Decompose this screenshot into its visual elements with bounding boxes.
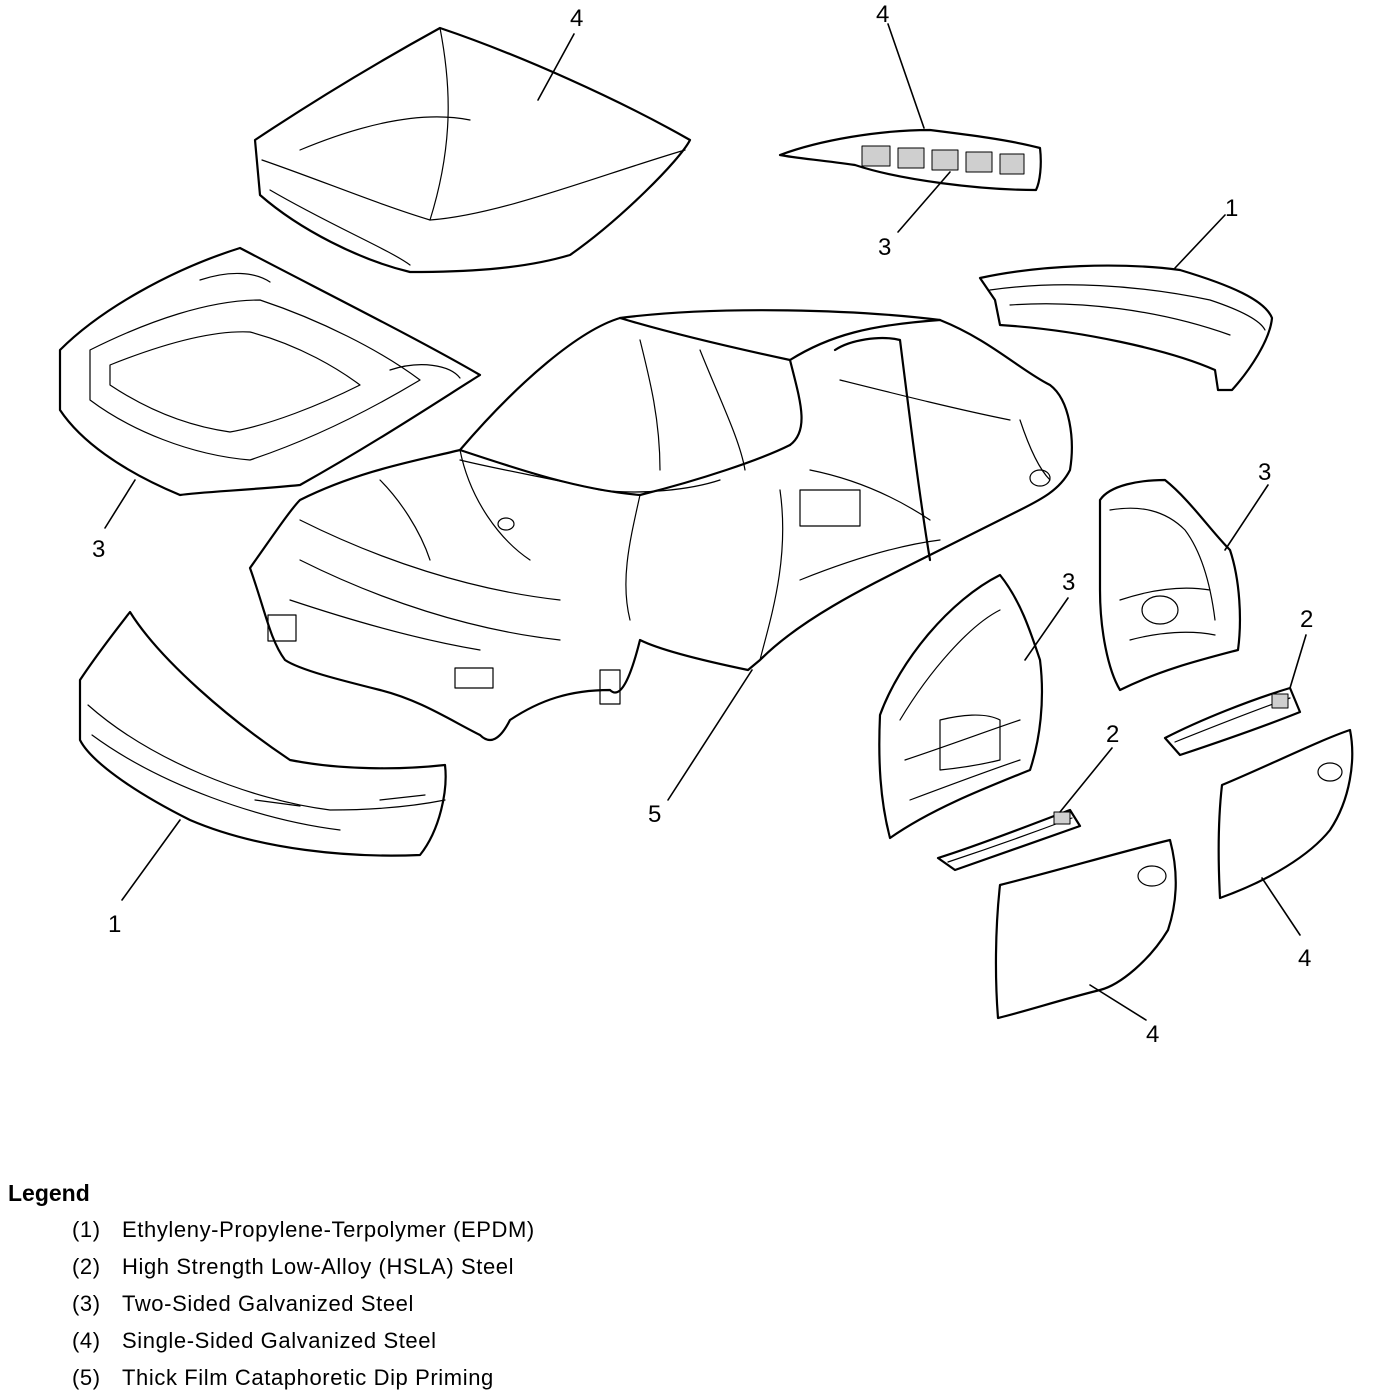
legend-item-text: Ethyleny-Propylene-Terpolymer (EPDM) [122, 1217, 535, 1242]
rear-door-outer-leader [1261, 877, 1301, 936]
front-door-beam [936, 808, 1082, 872]
rear-door-inner-callout: 3 [1258, 459, 1271, 486]
legend-item-number: (1) [72, 1217, 101, 1242]
front-door-outer-leader [1089, 984, 1147, 1021]
hood-outer-panel [253, 26, 692, 274]
legend-title: Legend [8, 1180, 90, 1206]
body-structure-leader [667, 669, 753, 801]
front-door-beam-leader [1059, 747, 1113, 813]
deck-lid-inner-callout: 3 [878, 234, 891, 261]
deck-lid-callout: 4 [876, 1, 889, 28]
front-door-inner-leader [1024, 597, 1069, 661]
legend-item-1: (1) Ethyleny-Propylene-Terpolymer (EPDM) [8, 1211, 908, 1248]
rear-door-beam-callout: 2 [1300, 606, 1313, 633]
rear-door-beam [1163, 686, 1302, 757]
legend-item-5: (5) Thick Film Cataphoretic Dip Priming [8, 1359, 908, 1396]
rear-fascia-callout: 1 [1225, 195, 1238, 222]
exploded-body-panel-diagram: 4 3 1 4 3 1 [58, 1, 1354, 1048]
front-door-inner-callout: 3 [1062, 569, 1075, 596]
front-door-inner [878, 573, 1044, 840]
legend: Legend (1) Ethyleny-Propylene-Terpolymer … [8, 1180, 908, 1396]
rear-door-inner-leader [1224, 484, 1269, 551]
front-fascia [78, 610, 447, 857]
rear-fascia [978, 264, 1274, 392]
rear-door-inner [1098, 478, 1241, 692]
legend-item-4: (4) Single-Sided Galvanized Steel [8, 1322, 908, 1359]
rear-door-outer [1217, 728, 1354, 900]
deck-lid-inner-leader [897, 171, 951, 233]
rear-door-outer-callout: 4 [1298, 945, 1311, 972]
front-fascia-callout: 1 [108, 911, 121, 938]
rear-fascia-leader [1174, 214, 1226, 269]
front-door-outer-callout: 4 [1146, 1021, 1159, 1048]
hood-inner-panel [58, 246, 482, 497]
hood-inner-leader [104, 479, 136, 529]
rear-door-beam-leader [1289, 634, 1307, 689]
hood-outer-leader [537, 33, 575, 101]
body-structure [248, 309, 1073, 742]
legend-item-2: (2) High Strength Low-Alloy (HSLA) Steel [8, 1248, 908, 1285]
legend-item-number: (5) [72, 1365, 101, 1390]
deck-lid-leader [887, 23, 925, 129]
hood-outer-callout: 4 [570, 5, 583, 32]
deck-lid [778, 128, 1042, 192]
legend-item-text: Single-Sided Galvanized Steel [122, 1328, 437, 1353]
front-door-beam-callout: 2 [1106, 721, 1119, 748]
legend-item-text: Thick Film Cataphoretic Dip Priming [122, 1365, 494, 1390]
front-door-outer [994, 838, 1177, 1020]
legend-item-number: (3) [72, 1291, 101, 1316]
legend-item-text: Two-Sided Galvanized Steel [122, 1291, 414, 1316]
legend-item-number: (4) [72, 1328, 101, 1353]
legend-item-text: High Strength Low-Alloy (HSLA) Steel [122, 1254, 515, 1279]
front-fascia-leader [121, 819, 181, 901]
legend-item-number: (2) [72, 1254, 101, 1279]
legend-item-3: (3) Two-Sided Galvanized Steel [8, 1285, 908, 1322]
hood-inner-callout: 3 [92, 536, 105, 563]
body-structure-callout: 5 [648, 801, 661, 828]
